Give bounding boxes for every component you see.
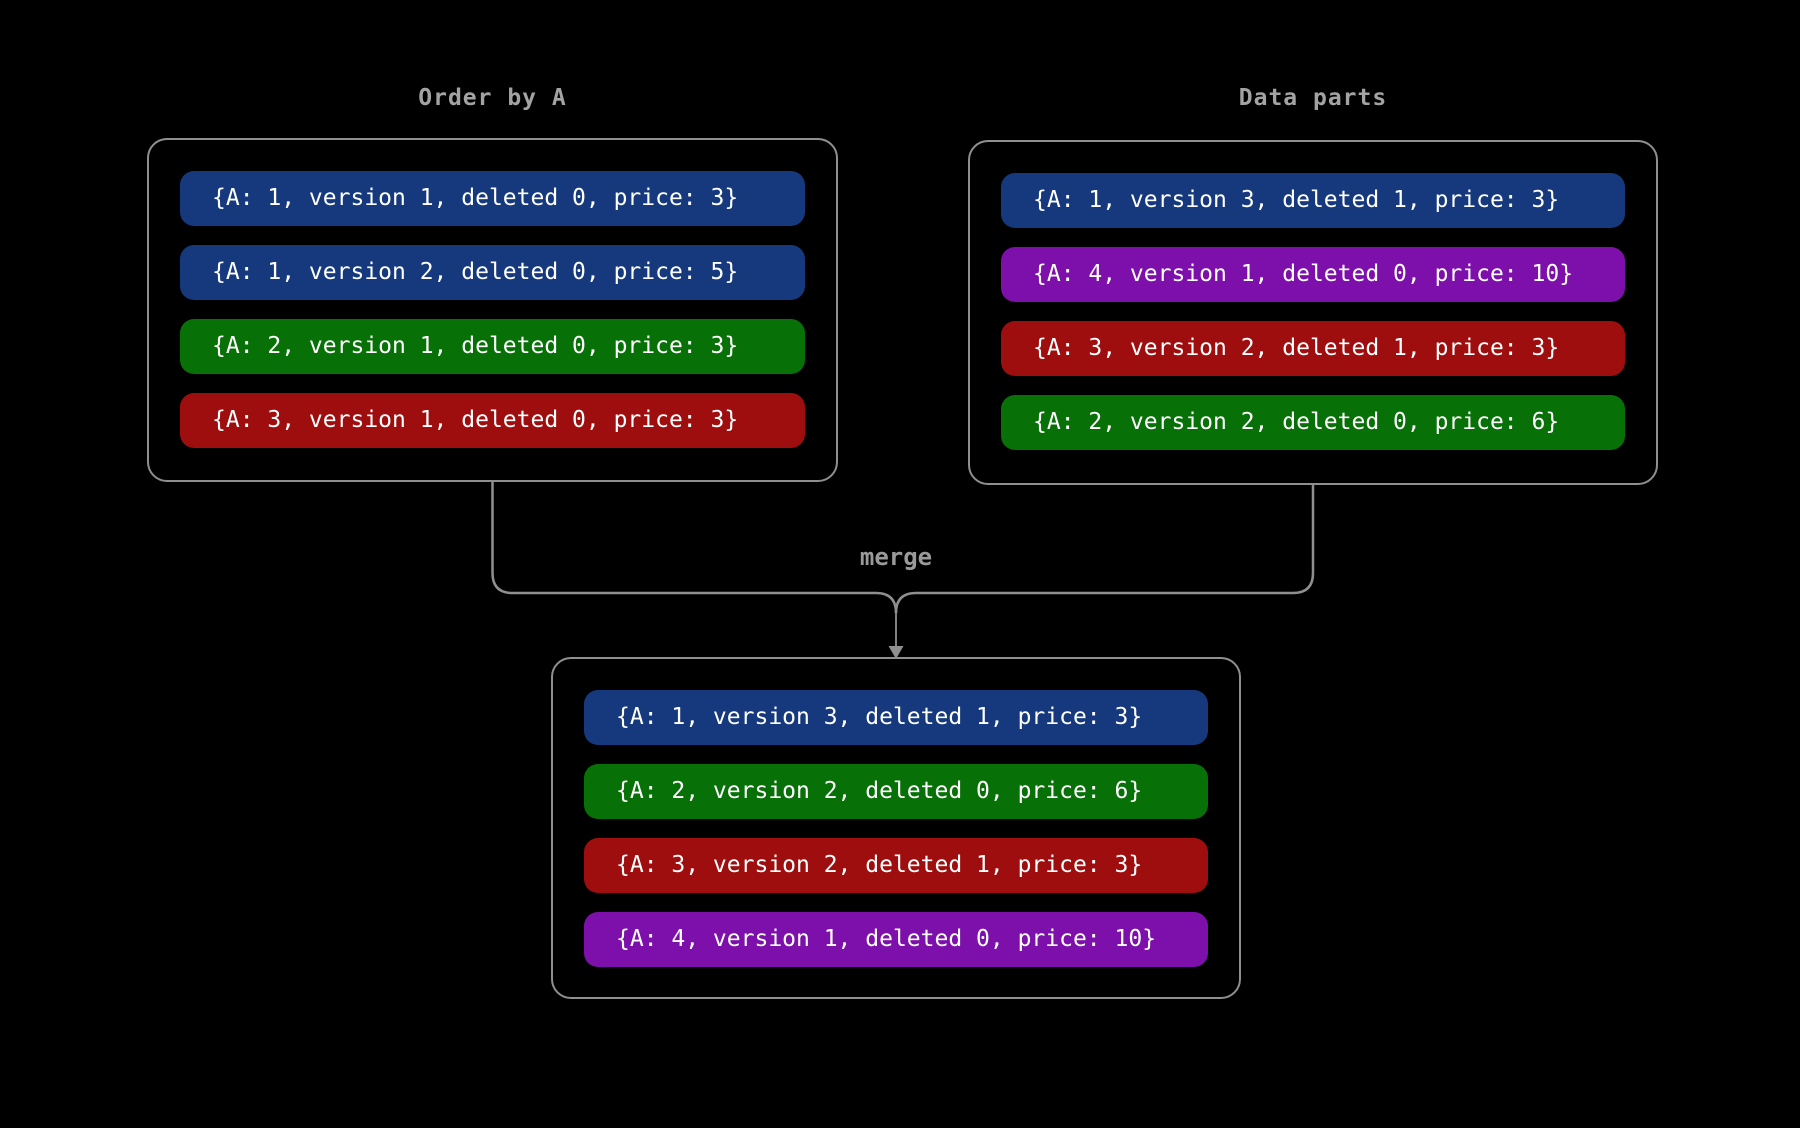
data-row: {A: 4, version 1, deleted 0, price: 10} [584,912,1208,967]
data-row: {A: 1, version 3, deleted 1, price: 3} [584,690,1208,745]
data-row: {A: 2, version 2, deleted 0, price: 6} [1001,395,1625,450]
data-row: {A: 2, version 1, deleted 0, price: 3} [180,319,805,374]
order-by-a-title: Order by A [418,85,567,111]
order-by-a-card: {A: 1, version 1, deleted 0, price: 3} {… [147,138,838,482]
data-parts-rows: {A: 1, version 3, deleted 1, price: 3} {… [1001,173,1625,450]
data-parts-title: Data parts [1238,85,1388,111]
merged-result-card: {A: 1, version 3, deleted 1, price: 3} {… [551,657,1241,999]
data-row: {A: 2, version 2, deleted 0, price: 6} [584,764,1208,819]
data-row: {A: 1, version 1, deleted 0, price: 3} [180,171,805,226]
data-row: {A: 1, version 2, deleted 0, price: 5} [180,245,805,300]
data-row: {A: 1, version 3, deleted 1, price: 3} [1001,173,1625,228]
data-parts-card: {A: 1, version 3, deleted 1, price: 3} {… [968,140,1658,485]
data-row: {A: 3, version 2, deleted 1, price: 3} [1001,321,1625,376]
merged-result-rows: {A: 1, version 3, deleted 1, price: 3} {… [584,690,1208,967]
order-by-a-rows: {A: 1, version 1, deleted 0, price: 3} {… [180,171,805,448]
data-row: {A: 3, version 2, deleted 1, price: 3} [584,838,1208,893]
data-row: {A: 4, version 1, deleted 0, price: 10} [1001,247,1625,302]
merge-label: merge [859,543,933,571]
data-row: {A: 3, version 1, deleted 0, price: 3} [180,393,805,448]
